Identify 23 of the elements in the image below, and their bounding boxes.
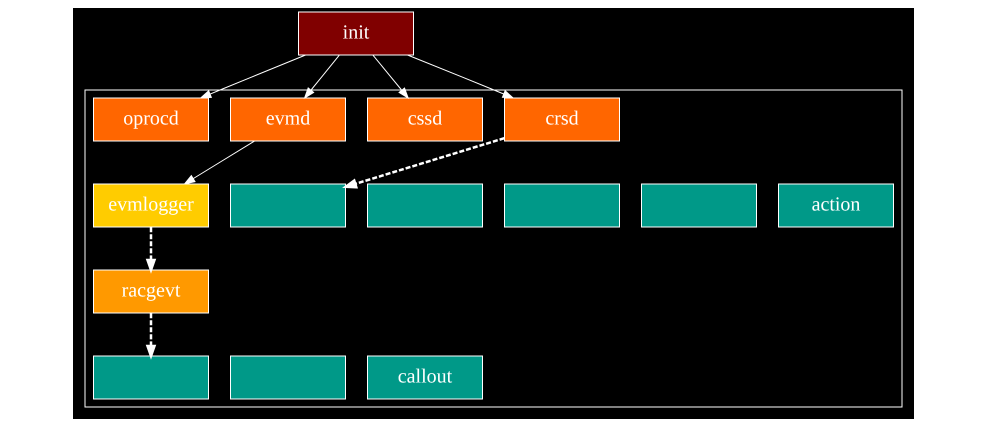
node-box: oprocd [93,98,209,142]
node-box: evmd [230,98,346,142]
node-box: callout [367,356,483,400]
node-box [504,184,620,228]
arrow [199,54,306,98]
node-box [367,184,483,228]
node-box: action [778,184,894,228]
arrow [304,54,340,100]
arrow [146,313,156,360]
arrow [407,54,514,98]
arrow [183,140,255,185]
node-box: evmlogger [93,184,209,228]
arrow [342,137,505,189]
arrow [146,227,156,274]
node-box [641,184,757,228]
node-box: racgevt [93,270,209,314]
node-box [93,356,209,400]
node-box: crsd [504,98,620,142]
arrow [372,54,410,100]
node-box [230,356,346,400]
node-box: init [298,12,414,56]
node-box [230,184,346,228]
node-box: cssd [367,98,483,142]
